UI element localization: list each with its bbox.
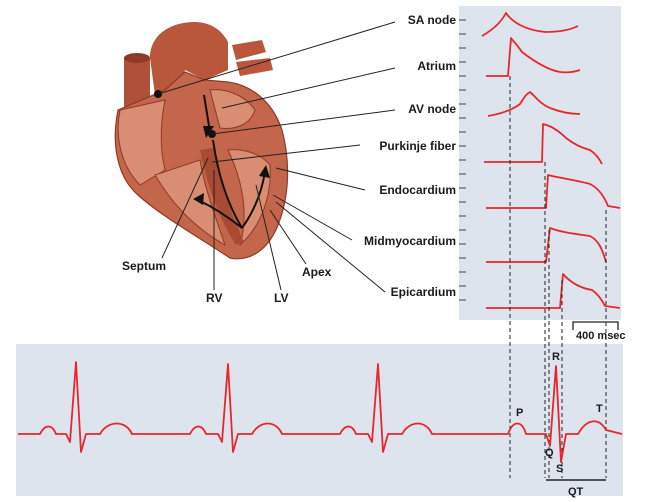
scale-bar: 400 msec xyxy=(572,321,626,342)
label-purkinje-fiber: Purkinje fiber xyxy=(379,139,456,153)
trace-endocardium xyxy=(486,174,621,209)
action-potential-panel xyxy=(459,6,621,320)
ecg-label-p: P xyxy=(516,407,523,419)
trace-sa-node xyxy=(481,12,579,37)
leader-lines xyxy=(157,21,396,293)
label-sa-node: SA node xyxy=(408,13,457,27)
scale-bar-label: 400 msec xyxy=(576,330,626,342)
panel-ticks xyxy=(459,19,466,301)
structure-labels: SA node Atrium AV node Purkinje fiber En… xyxy=(122,13,456,305)
label-midmyocardium: Midmyocardium xyxy=(364,234,456,248)
trace-atrium xyxy=(486,37,581,77)
label-septum: Septum xyxy=(122,259,166,273)
ecg-label-r: R xyxy=(552,351,560,363)
label-rv: RV xyxy=(206,291,222,305)
label-av-node: AV node xyxy=(408,102,456,116)
ecg-label-s: S xyxy=(556,463,563,475)
trace-purkinje-fiber xyxy=(484,123,603,165)
label-epicardium: Epicardium xyxy=(391,285,456,299)
label-apex: Apex xyxy=(302,265,332,279)
dashed-guides xyxy=(509,76,607,478)
ecg-label-q: Q xyxy=(545,447,554,459)
label-atrium: Atrium xyxy=(417,59,456,73)
qt-interval: QT xyxy=(546,479,606,498)
ecg-label-t: T xyxy=(596,403,603,415)
action-potential-traces xyxy=(481,12,621,309)
label-lv: LV xyxy=(274,291,288,305)
label-endocardium: Endocardium xyxy=(379,183,456,197)
ecg-panel xyxy=(16,344,623,496)
ecg-trace xyxy=(18,361,623,463)
ecg-label-qt: QT xyxy=(568,486,584,498)
heart-illustration xyxy=(114,22,289,260)
trace-av-node xyxy=(487,91,581,117)
trace-epicardium xyxy=(486,273,621,309)
ecg-wave-labels: P R Q S T xyxy=(516,351,603,475)
trace-midmyocardium xyxy=(486,227,607,263)
